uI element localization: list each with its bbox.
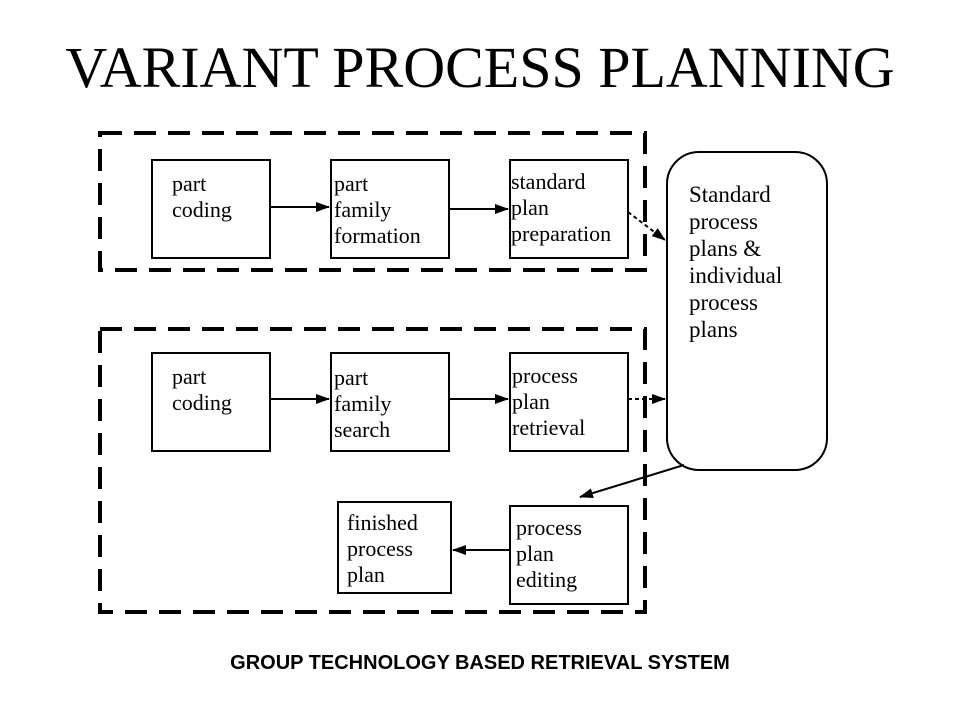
diagram-caption: GROUP TECHNOLOGY BASED RETRIEVAL SYSTEM	[230, 652, 730, 674]
svg-text:plan: plan	[512, 389, 550, 414]
svg-text:plan: plan	[347, 562, 385, 587]
arrow-database-to-editing	[579, 464, 685, 498]
svg-text:plans &: plans &	[689, 236, 761, 261]
svg-text:part: part	[334, 365, 368, 390]
box-finished-process-plan: finished process plan	[337, 501, 452, 594]
svg-text:family: family	[334, 197, 391, 222]
svg-text:formation: formation	[334, 223, 421, 248]
svg-text:plan: plan	[516, 541, 554, 566]
svg-text:editing: editing	[516, 567, 577, 592]
box-part-family-formation: part family formation	[330, 159, 450, 259]
svg-text:coding: coding	[172, 390, 232, 415]
svg-text:process: process	[689, 209, 758, 234]
arrow-standard-plan-to-database	[627, 211, 666, 241]
svg-text:process: process	[516, 515, 582, 540]
svg-text:standard: standard	[511, 169, 586, 194]
svg-text:plan: plan	[511, 195, 549, 220]
svg-text:process: process	[512, 363, 578, 388]
box-standard-plan-preparation: standard plan preparation	[509, 159, 629, 259]
svg-text:part: part	[172, 171, 206, 196]
box-part-coding-top: part coding	[151, 159, 271, 259]
svg-text:Standard: Standard	[689, 182, 771, 207]
svg-text:part: part	[172, 364, 206, 389]
box-process-plan-editing: process plan editing	[509, 505, 629, 605]
bottom-group-boundary	[98, 327, 647, 614]
svg-text:individual: individual	[689, 263, 782, 288]
svg-text:plans: plans	[689, 317, 738, 342]
svg-text:part: part	[334, 171, 368, 196]
box-part-coding-bottom: part coding	[151, 352, 271, 452]
svg-text:preparation: preparation	[511, 221, 611, 246]
top-group-boundary	[98, 131, 647, 272]
svg-text:search: search	[334, 417, 390, 442]
box-process-plan-retrieval: process plan retrieval	[509, 352, 629, 452]
page-title: VARIANT PROCESS PLANNING	[65, 35, 895, 100]
svg-text:retrieval: retrieval	[512, 415, 585, 440]
box-part-family-search: part family search	[330, 352, 450, 452]
database-standard-plans: Standard process plans & individual proc…	[666, 151, 828, 471]
svg-text:process: process	[689, 290, 758, 315]
svg-text:process: process	[347, 536, 413, 561]
svg-text:family: family	[334, 391, 391, 416]
svg-text:coding: coding	[172, 197, 232, 222]
svg-text:finished: finished	[347, 510, 418, 535]
